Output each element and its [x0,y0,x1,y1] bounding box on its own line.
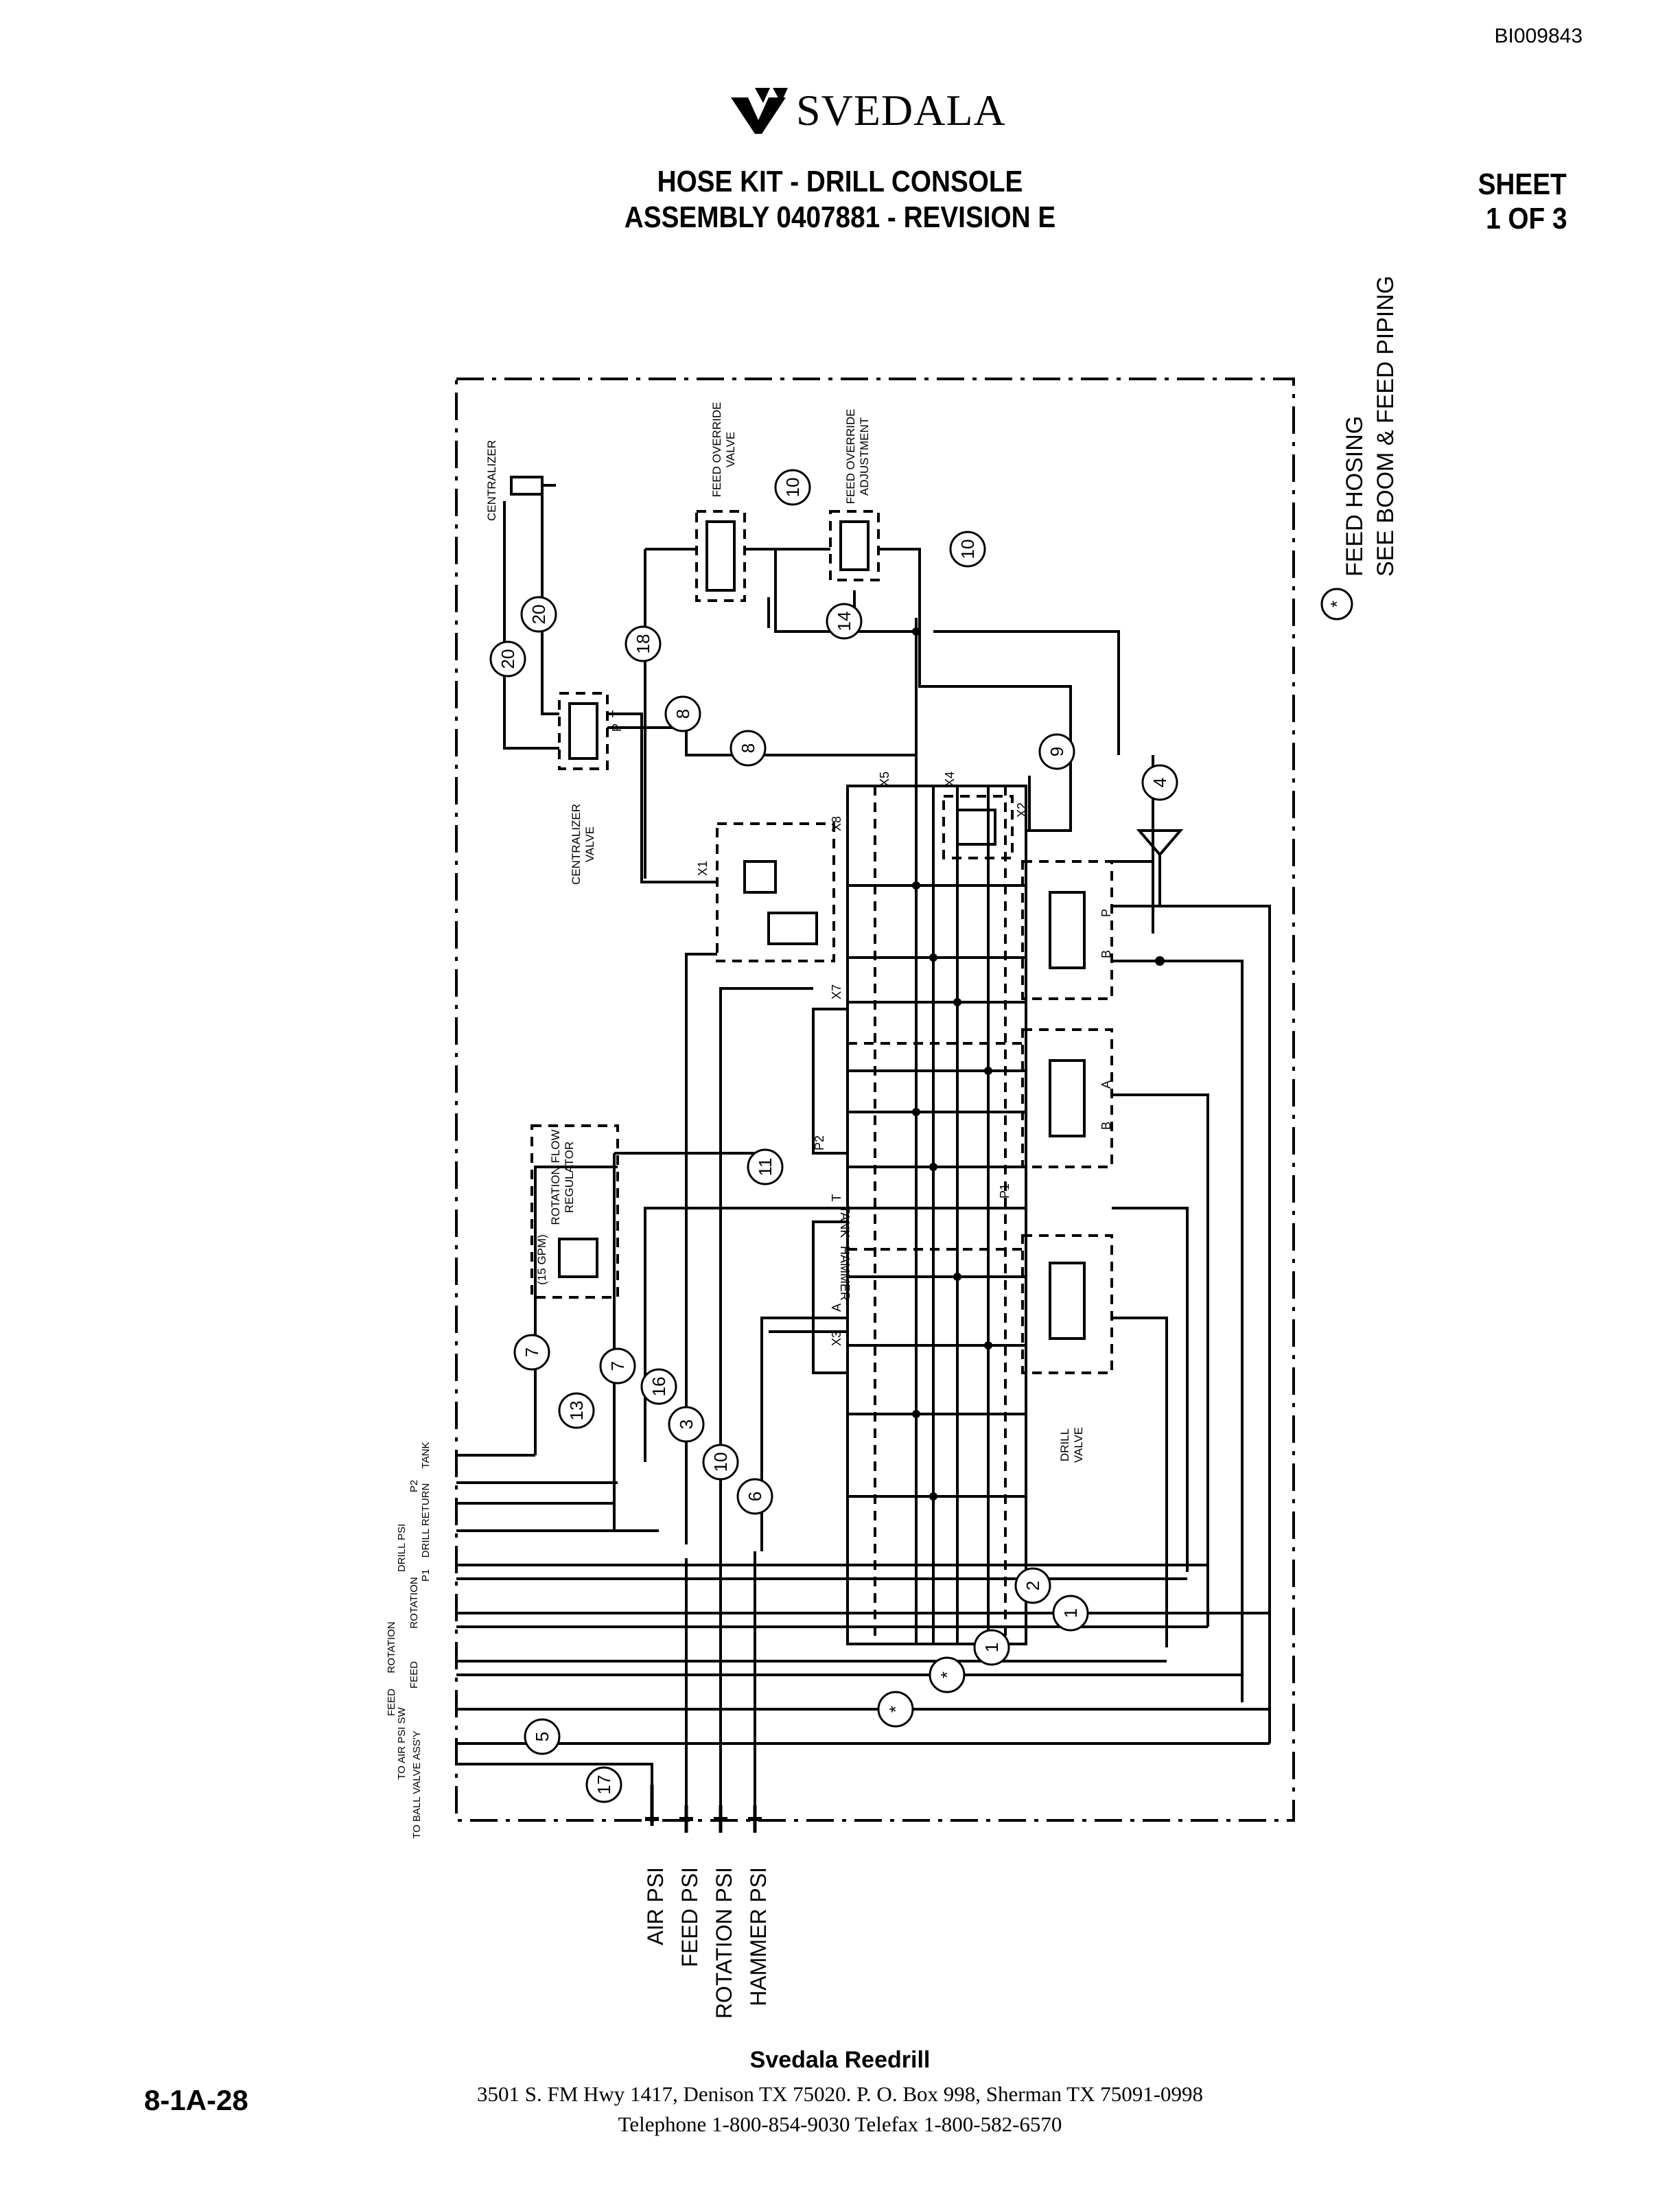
drill-valve-block [846,785,1027,1645]
bottom-label-rotation-psi: ROTATION PSI [712,1867,736,2019]
hose-number: 16 [649,1377,669,1397]
left-port-label: TO BALL VALVE ASS'Y [411,1730,423,1838]
feed-override-valve-label: FEED OVERRIDE [710,402,723,498]
document-id: BI009843 [1494,25,1583,47]
page-title-line2: ASSEMBLY 0407881 - REVISION E [624,200,1056,234]
port-label: X1 [696,861,710,876]
svedala-logo-icon [731,88,788,134]
hose-number: 11 [755,1158,775,1177]
port-label: B [1099,950,1113,958]
hose-number: 2 [1023,1581,1043,1590]
valve-section-3 [1021,1234,1113,1374]
rotation-flow-gpm: (15 GPM) [535,1234,548,1285]
hose-number: 9 [1047,747,1067,756]
hose-number: 7 [522,1347,542,1357]
side-note-marker: * [1327,601,1347,607]
hose-number: 14 [834,612,854,632]
left-port-label: TANK [420,1442,432,1469]
drill-valve-label-2: VALVE [1072,1427,1085,1463]
hose-number: 20 [498,649,518,669]
centralizer-valve-symbol [558,692,609,770]
hose-number: 18 [633,634,653,654]
left-port-label: FEED [408,1661,420,1689]
valve-section-1 [1021,860,1113,1000]
left-port-label: P1 [420,1569,432,1582]
side-note-line1: FEED HOSING [1342,416,1368,577]
rotation-flow-label: ROTATION FLOW [549,1129,562,1225]
port-label: TANK [838,1206,852,1238]
centralizer-valve-label: CENTRALIZER [570,804,583,885]
hose-number: 7 [607,1361,628,1371]
left-port-label: P2 [408,1480,420,1492]
hose-number: 13 [566,1401,587,1421]
bottom-label-feed-psi: FEED PSI [677,1867,702,1967]
hose-number: * [937,1671,957,1678]
hose-number: 3 [676,1420,697,1429]
hose-number: 20 [528,605,549,625]
rotation-flow-regulator-symbol [530,1124,619,1299]
centralizer-cylinder-symbol [510,476,544,496]
port-label: A [1099,1080,1113,1089]
hose-number: 10 [957,540,978,559]
feed-override-adjustment-label-2: ADJUSTMENT [858,417,871,496]
left-port-label: ROTATION [408,1577,420,1628]
brand-name: SVEDALA [796,86,1006,135]
port-label: X2 [1015,802,1029,818]
footer-address: 3501 S. FM Hwy 1417, Denison TX 75020. P… [476,2082,1204,2106]
bottom-label-air-psi: AIR PSI [643,1867,668,1945]
port-label: X3 [830,1331,843,1346]
hose-number: 17 [594,1775,614,1795]
hose-number: 10 [782,478,803,498]
side-note-line2: SEE BOOM & FEED PIPING [1373,276,1399,577]
sheet-label: SHEET [1478,167,1567,201]
left-port-label: TO AIR PSI SW [396,1706,408,1779]
feed-override-adjustment-label: FEED OVERRIDE [844,409,857,505]
page-title-line1: HOSE KIT - DRILL CONSOLE [657,165,1023,198]
port-label: T [830,1194,843,1202]
footer-company: Svedala Reedrill [749,2047,931,2073]
centralizer-valve-label-2: VALVE [583,826,596,862]
port-label: HAMMER [838,1246,852,1301]
port-label: P [610,723,624,732]
hose-number: 10 [710,1452,731,1472]
left-port-label: DRILL PSI [396,1524,408,1572]
port-label: X4 [943,772,957,787]
console-boundary [455,378,1295,1822]
hose-number: 1 [981,1643,1002,1652]
hose-number: * [885,1706,906,1713]
port-label: P [1099,909,1113,917]
left-port-label: DRILL RETURN [420,1483,432,1558]
left-port-label: ROTATION [386,1621,397,1673]
hose-number: 8 [673,709,693,719]
port-label: X8 [830,816,843,831]
rotation-flow-label-2: REGULATOR [563,1142,576,1213]
feed-override-adjustment-symbol [829,510,880,581]
hose-number: 4 [1150,778,1170,787]
page-number: 8-1A-28 [144,2084,248,2116]
bottom-label-hammer-psi: HAMMER PSI [746,1867,771,2006]
drill-valve-label: DRILL [1058,1428,1071,1461]
hose-number: 5 [532,1732,552,1741]
port-label: A [830,1304,843,1312]
port-label: B [1099,1122,1113,1130]
left-port-label: FEED [386,1689,397,1716]
port-label: P1 [998,1183,1012,1198]
feed-override-valve-symbol [695,510,746,602]
centralizer-label: CENTRALIZER [485,440,498,521]
hose-number: 1 [1060,1608,1081,1618]
port-label: T [610,710,624,718]
feed-override-valve-label-2: VALVE [724,432,737,467]
hose-number: 6 [745,1492,765,1501]
sheet-number: 1 OF 3 [1485,202,1567,235]
port-label: X7 [830,984,843,999]
port-label: X5 [878,772,891,787]
footer-phone: Telephone 1-800-854-9030 Telefax 1-800-5… [618,2112,1062,2136]
valve-section-2 [1021,1028,1113,1168]
hose-number: 8 [738,743,758,753]
port-label: P2 [813,1135,826,1150]
